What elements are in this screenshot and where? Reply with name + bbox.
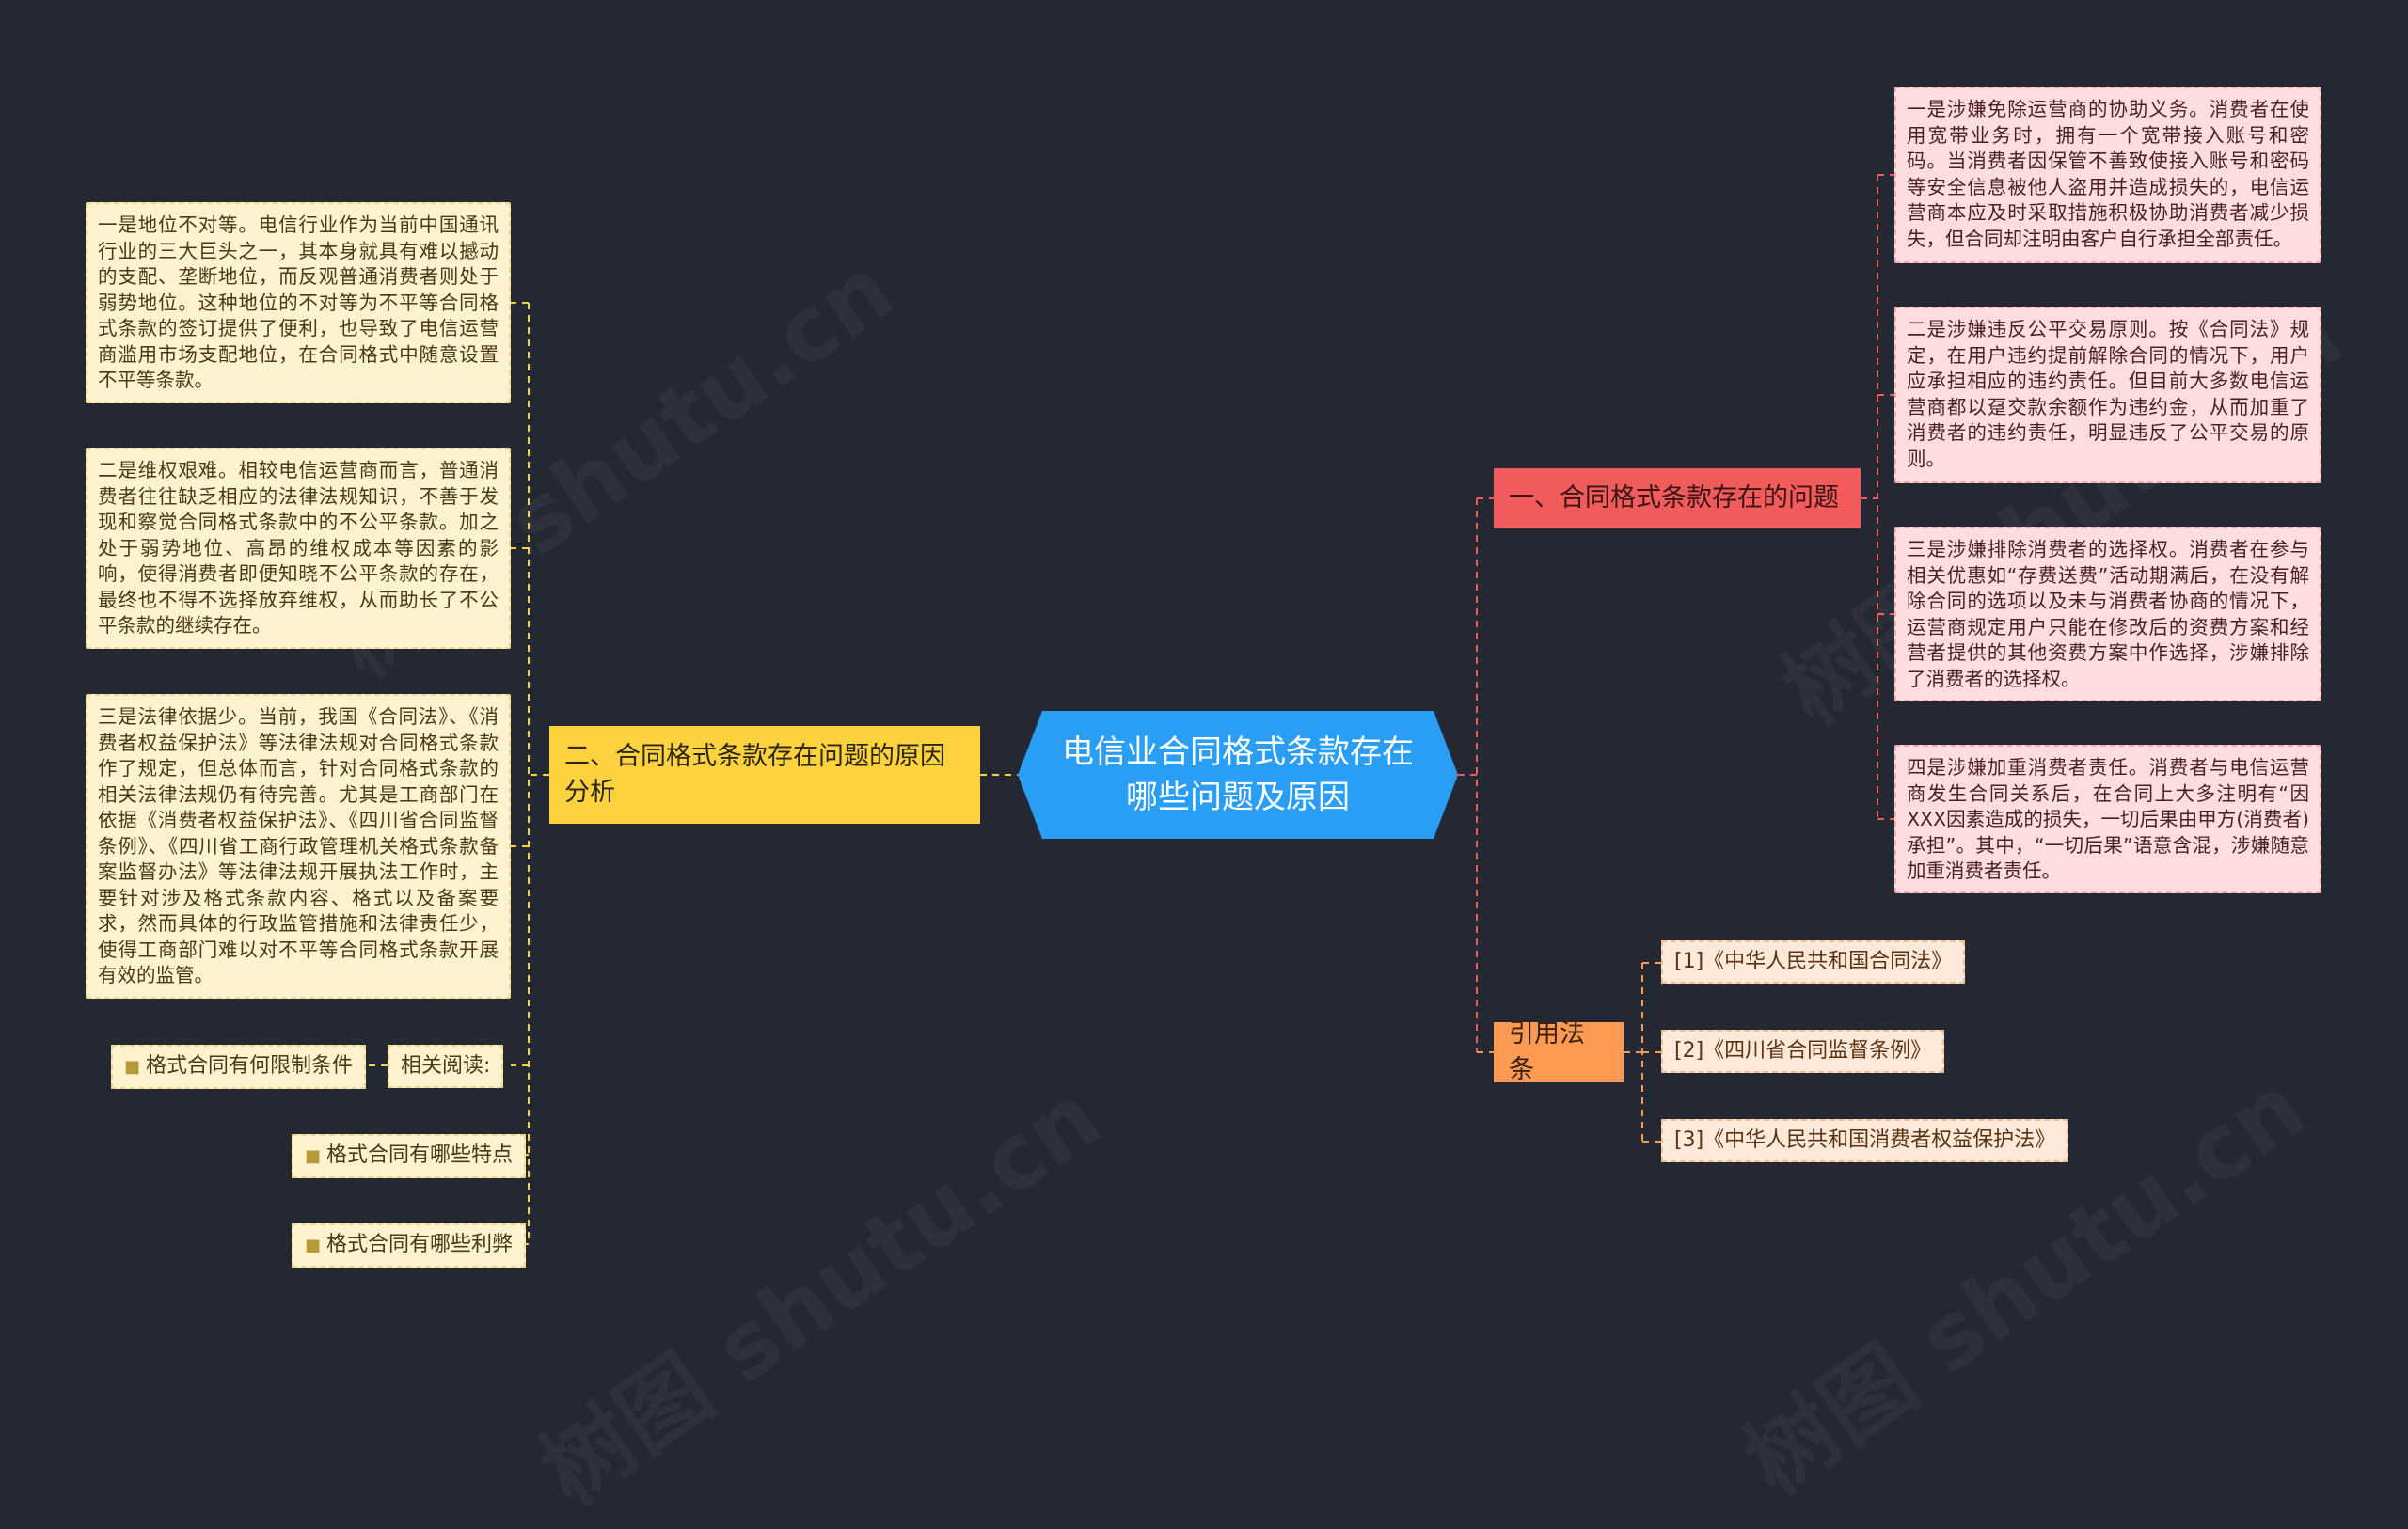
related-link-1-text: 格式合同有何限制条件 bbox=[146, 1054, 354, 1078]
cause-item-2[interactable]: 二是维权艰难。相较电信运营商而言，普通消费者往往缺乏相应的法律法规知识，不善于发… bbox=[86, 448, 511, 649]
related-link-1[interactable]: ■格式合同有何限制条件 bbox=[111, 1045, 367, 1089]
related-link-2-text: 格式合同有哪些特点 bbox=[326, 1143, 514, 1167]
cause-item-3[interactable]: 三是法律依据少。当前，我国《合同法》、《消费者权益保护法》等法律法规对合同格式条… bbox=[86, 694, 511, 999]
cause-item-1[interactable]: 一是地位不对等。电信行业作为当前中国通讯行业的三大巨头之一，其本身就具有难以撼动… bbox=[86, 202, 511, 403]
branch-problems[interactable]: 一、合同格式条款存在的问题 bbox=[1494, 468, 1861, 528]
bullet-icon: ■ bbox=[305, 1236, 322, 1255]
related-link-3-text: 格式合同有哪些利弊 bbox=[326, 1233, 514, 1256]
bullet-icon: ■ bbox=[124, 1057, 141, 1077]
problem-item-1[interactable]: 一是涉嫌免除运营商的协助义务。消费者在使用宽带业务时，拥有一个宽带接入账号和密码… bbox=[1894, 87, 2321, 263]
ref-item-2[interactable]: [2]《四川省合同监督条例》 bbox=[1661, 1030, 1945, 1073]
central-topic[interactable]: 电信业合同格式条款存在哪些问题及原因 bbox=[1018, 711, 1458, 839]
bullet-icon: ■ bbox=[305, 1146, 322, 1166]
related-reading-label: 相关阅读: bbox=[388, 1045, 504, 1088]
related-link-3[interactable]: ■格式合同有哪些利弊 bbox=[292, 1223, 527, 1268]
ref-item-1[interactable]: [1]《中华人民共和国合同法》 bbox=[1661, 940, 1966, 984]
problem-item-4[interactable]: 四是涉嫌加重消费者责任。消费者与电信运营商发生合同关系后，在合同上大多注明有“因… bbox=[1894, 745, 2321, 893]
problem-item-3[interactable]: 三是涉嫌排除消费者的选择权。消费者在参与相关优惠如“存费送费”活动期满后，在没有… bbox=[1894, 527, 2321, 701]
connector-lines bbox=[354, 174, 1894, 1245]
ref-item-3[interactable]: [3]《中华人民共和国消费者权益保护法》 bbox=[1661, 1119, 2069, 1162]
problem-item-2[interactable]: 二是涉嫌违反公平交易原则。按《合同法》规定，在用户违约提前解除合同的情况下，用户… bbox=[1894, 307, 2321, 483]
branch-causes[interactable]: 二、合同格式条款存在问题的原因分析 bbox=[549, 726, 980, 824]
branch-refs[interactable]: 引用法条 bbox=[1494, 1019, 1624, 1084]
mind-map-canvas: 树图 shutu.cn 树图 shutu.cn 树图 shutu.cn 树图 s… bbox=[86, 87, 2321, 1268]
related-link-2[interactable]: ■格式合同有哪些特点 bbox=[292, 1134, 527, 1178]
